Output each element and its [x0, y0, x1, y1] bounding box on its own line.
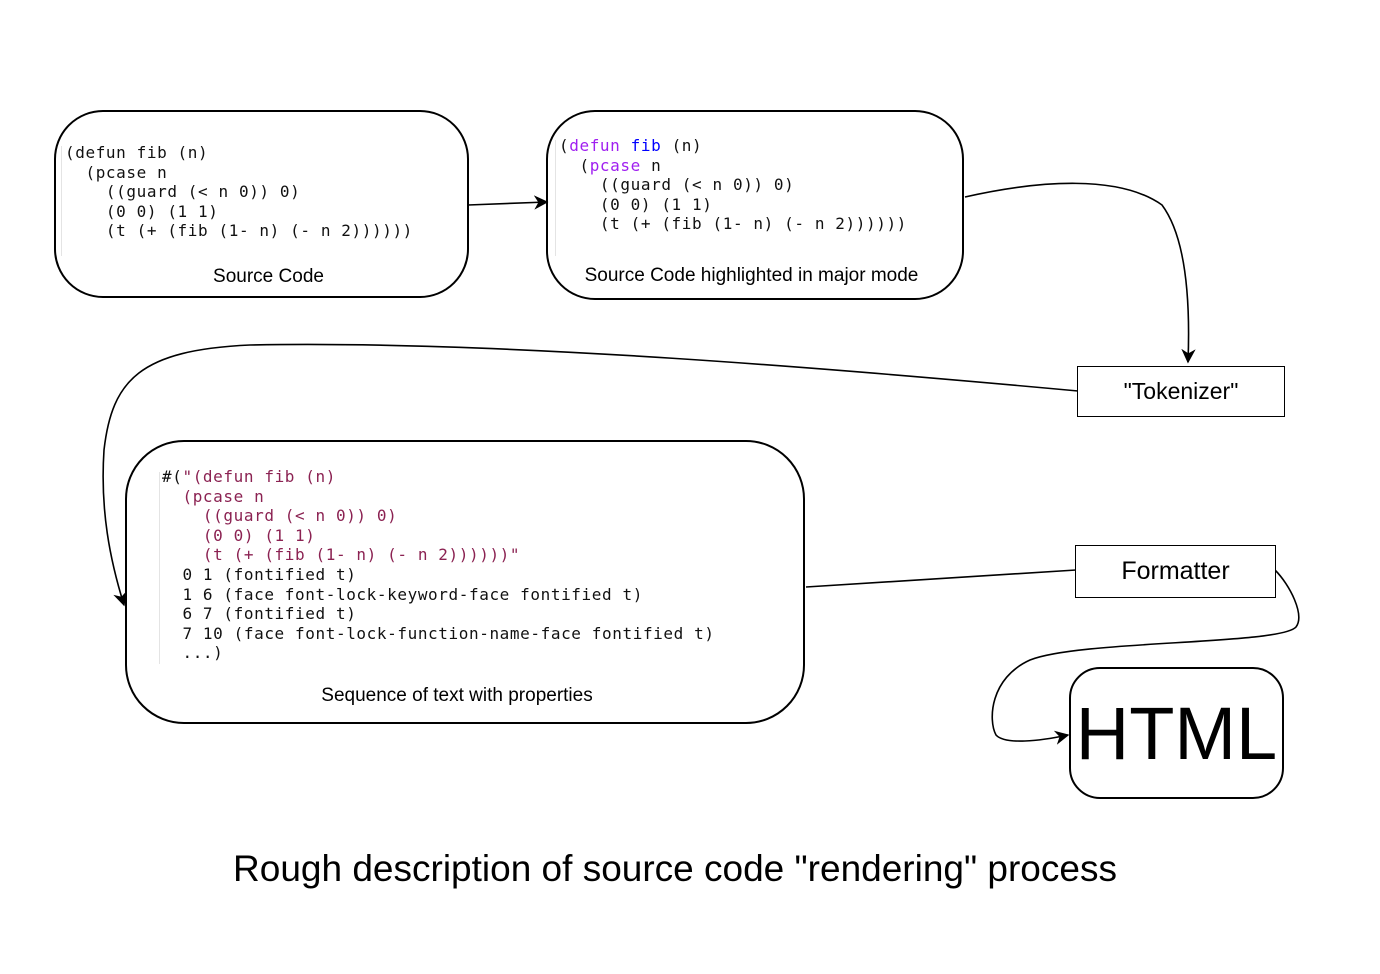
tokenizer-label: "Tokenizer"	[1123, 378, 1239, 404]
code-line: 7 10 (face font-lock-function-name-face …	[162, 623, 715, 643]
keyword-token: defun	[569, 136, 621, 155]
string-token: (pcase n	[162, 486, 265, 506]
string-token: ((guard (< n 0)) 0)	[162, 506, 398, 526]
arrow-highlighted-to-tokenizer	[964, 182, 1196, 364]
arrow-formatter-to-html	[991, 569, 1300, 745]
source-code-box	[54, 110, 469, 298]
code-line: ((guard (< n 0)) 0)	[65, 182, 301, 202]
indent-guide	[159, 472, 160, 664]
highlighted-code-label: Source Code highlighted in major mode	[584, 265, 919, 286]
indent-guide	[555, 140, 556, 256]
string-token: "(defun fib (n)	[182, 467, 336, 486]
code-line: (0 0) (1 1)	[65, 201, 219, 221]
function-name-token: fib	[630, 136, 662, 155]
code-line: (defun fib (n)	[559, 136, 703, 155]
code-line: (pcase n	[65, 162, 168, 182]
html-box	[1069, 667, 1284, 799]
string-token: (t (+ (fib (1- n) (- n 2))))))"	[162, 545, 521, 565]
formatter-box: Formatter	[1075, 545, 1276, 598]
code-line: (t (+ (fib (1- n) (- n 2))))))	[65, 221, 413, 241]
diagram-caption: Rough description of source code "render…	[233, 848, 1117, 889]
keyword-token: pcase	[589, 155, 641, 175]
code-line: ...)	[162, 643, 224, 663]
code-line: 6 7 (fontified t)	[162, 604, 357, 624]
code-line: (t (+ (fib (1- n) (- n 2))))))	[559, 214, 907, 234]
indent-guide	[61, 146, 62, 256]
source-code-label: Source Code	[213, 266, 324, 287]
code-line: ((guard (< n 0)) 0)	[559, 175, 795, 195]
code-line: (0 0) (1 1)	[559, 194, 713, 214]
string-token: (0 0) (1 1)	[162, 525, 316, 545]
code-line: #("(defun fib (n)	[162, 467, 336, 486]
code-line: 0 1 (fontified t)	[162, 564, 357, 584]
formatter-label: Formatter	[1121, 557, 1230, 585]
properties-label: Sequence of text with properties	[321, 685, 593, 706]
line-properties-to-formatter	[805, 569, 1077, 588]
code-line: (defun fib (n)	[65, 143, 209, 162]
properties-text: #("(defun fib (n) (pcase n ((guard (< n …	[162, 467, 715, 663]
code-line: (pcase n	[559, 155, 662, 175]
highlighted-code-text: (defun fib (n) (pcase n ((guard (< n 0))…	[559, 136, 907, 234]
source-code-text: (defun fib (n) (pcase n ((guard (< n 0))…	[65, 143, 413, 241]
properties-box	[125, 440, 805, 724]
html-label: HTML	[1075, 692, 1278, 775]
code-line: 1 6 (face font-lock-keyword-face fontifi…	[162, 584, 643, 604]
tokenizer-box: "Tokenizer"	[1077, 366, 1285, 417]
arrow-source-to-highlighted	[467, 195, 549, 210]
arrow-tokenizer-to-properties	[102, 343, 1079, 607]
